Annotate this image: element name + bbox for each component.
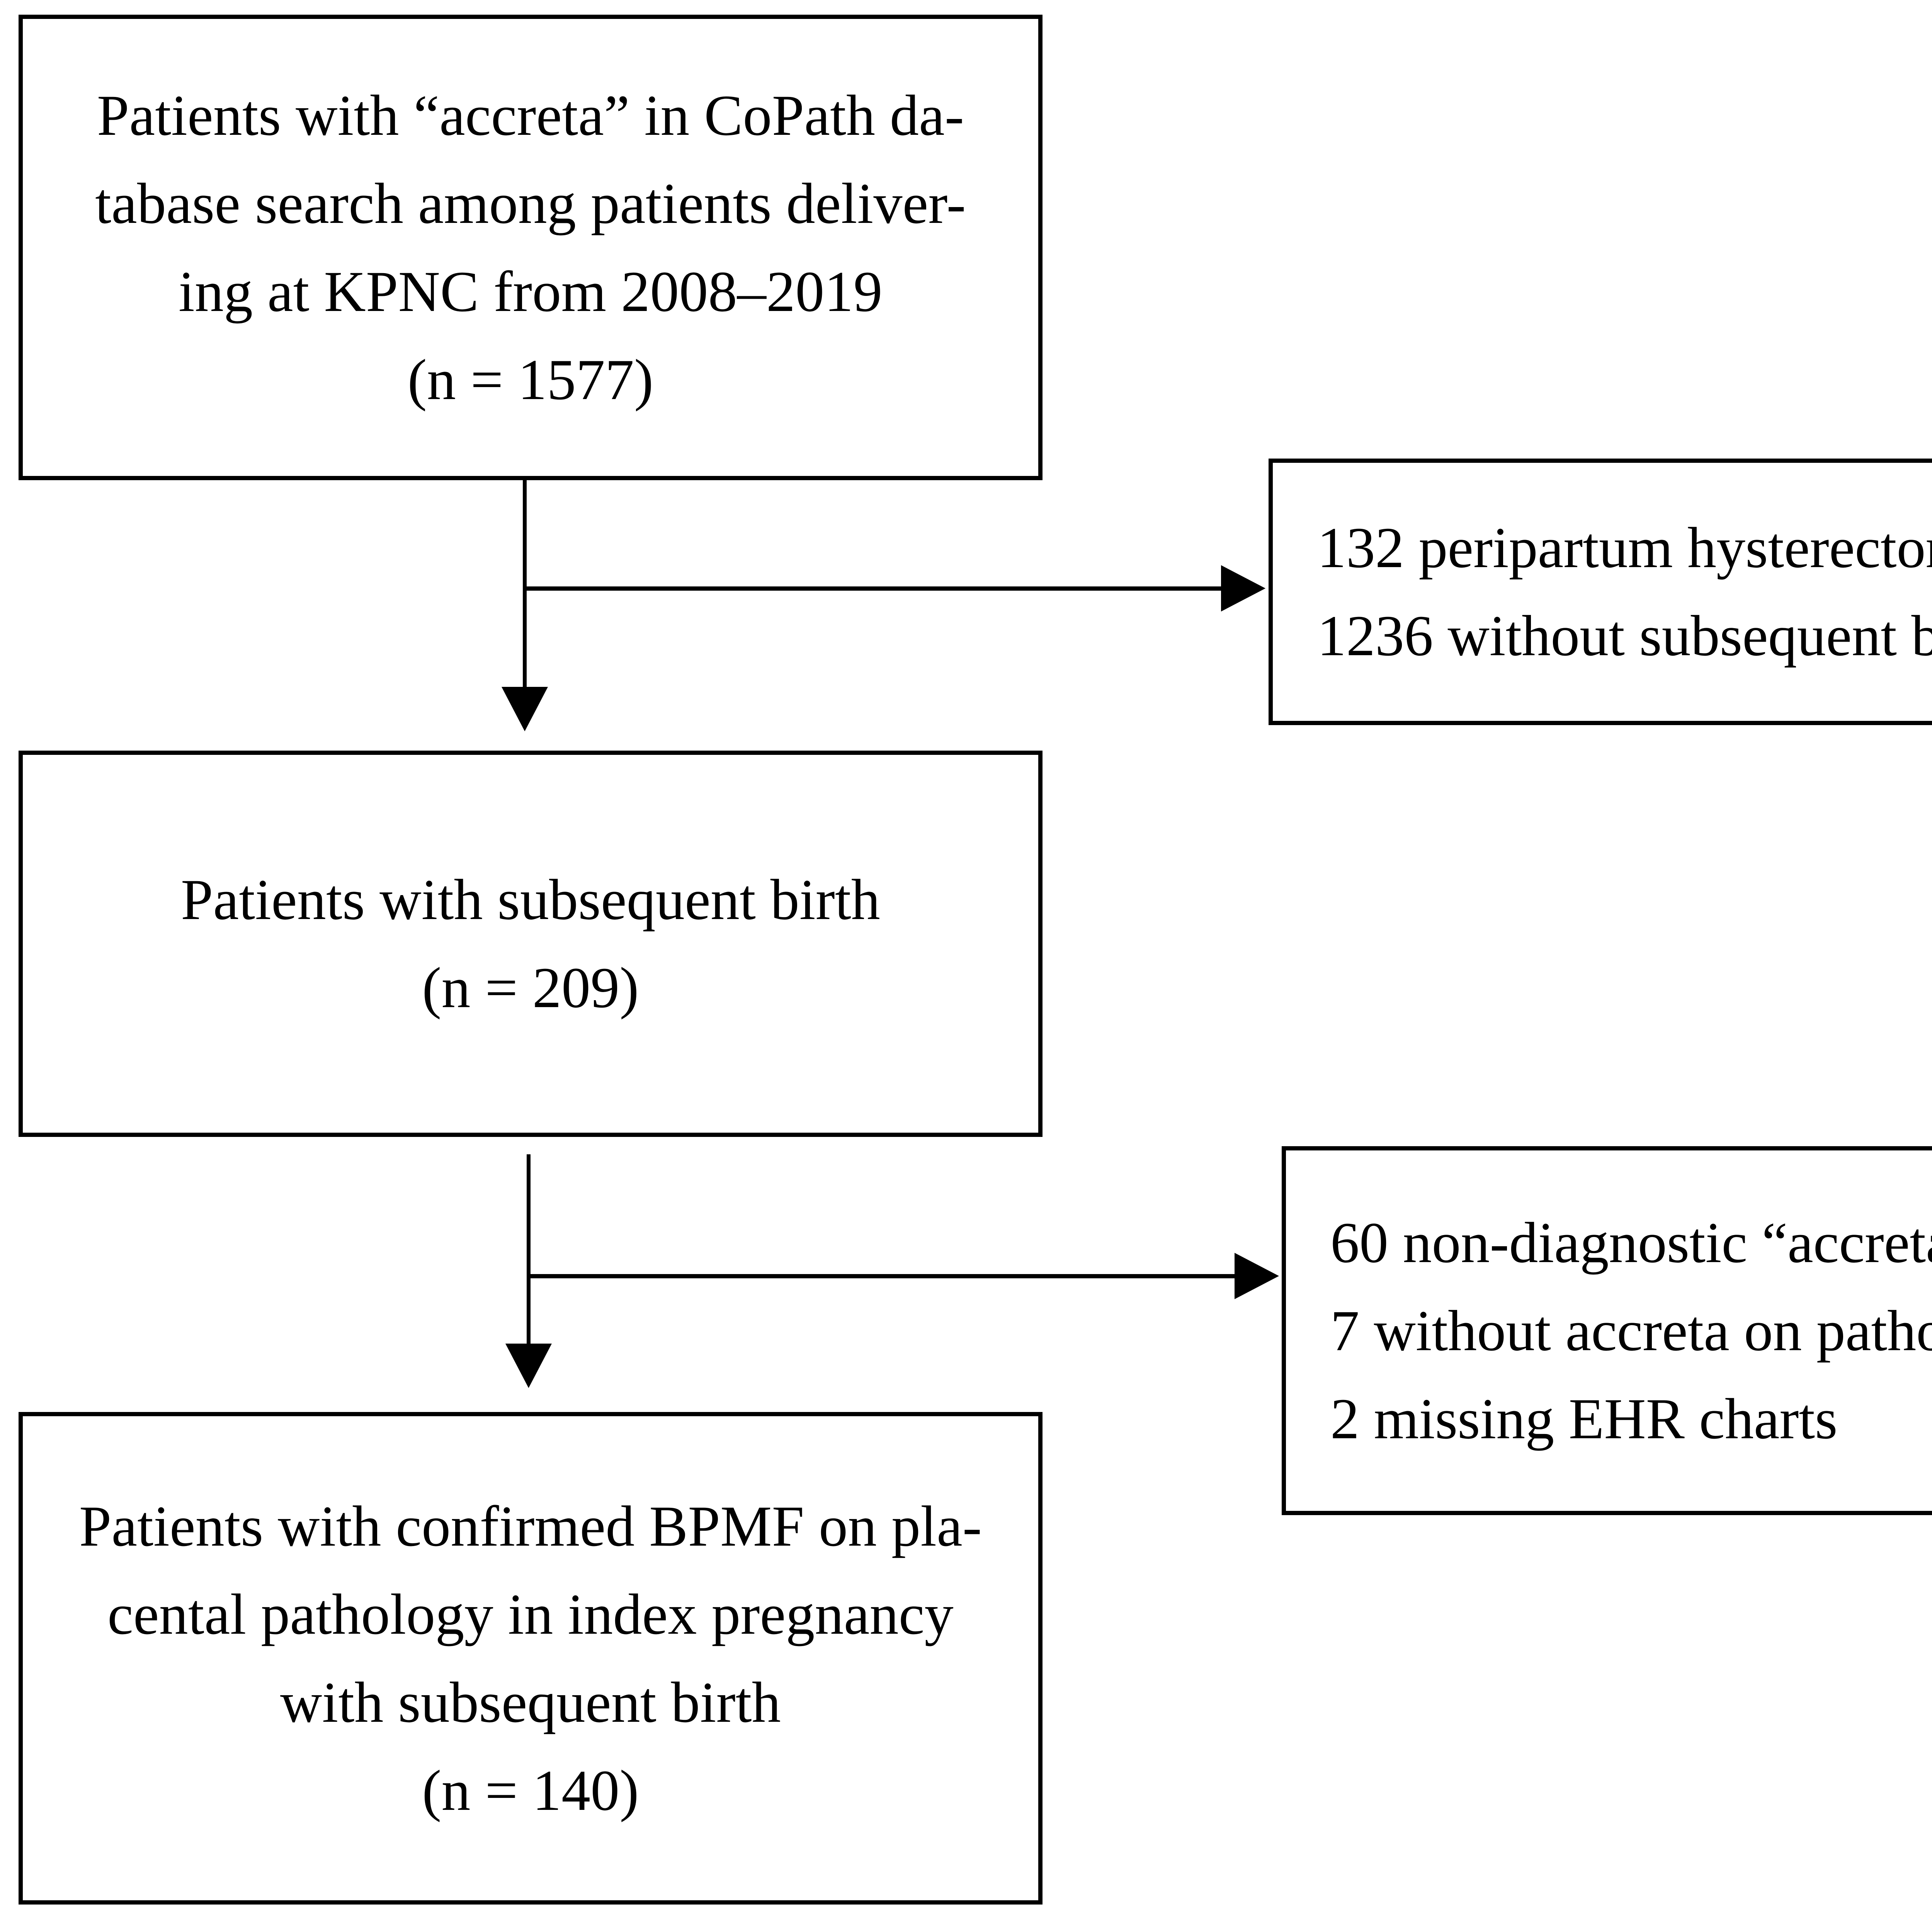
box-confirmed-bpmf-line-4: (n = 140): [422, 1758, 639, 1823]
connector-source-to-exclusions-first-stem: [523, 586, 1242, 591]
box-subsequent-birth-line-1: Patients with subsequent birth: [180, 868, 881, 932]
box-exclusions-first-line-1: 132 peripartum hysterectomy (index): [1317, 516, 1932, 580]
box-source-cohort-line-2: tabase search among patients deliver-: [95, 171, 966, 236]
box-confirmed-bpmf-line-3: with subsequent birth: [280, 1670, 781, 1735]
connector-subsequent-to-exclusions-second-stem: [527, 1274, 1255, 1278]
connector-subsequent-to-exclusions-second-arrowhead: [1235, 1253, 1279, 1299]
box-confirmed-bpmf[interactable]: Patients with confirmed BPMF on pla- cen…: [19, 1412, 1043, 1905]
connector-subsequent-to-confirmed-arrowhead: [505, 1344, 552, 1388]
connector-source-to-subsequent-stem: [523, 480, 527, 714]
box-exclusions-first-line-2: 1236 without subsequent birth: [1317, 604, 1932, 668]
box-source-cohort-line-3: ing at KPNC from 2008–2019: [179, 259, 883, 324]
connector-source-to-subsequent-arrowhead: [502, 687, 548, 731]
box-subsequent-birth[interactable]: Patients with subsequent birth (n = 209): [19, 751, 1043, 1137]
box-exclusions-second[interactable]: 60 non-diagnostic “accreta” on pathology…: [1282, 1146, 1932, 1515]
box-exclusions-second-line-3: 2 missing EHR charts: [1330, 1386, 1838, 1451]
box-source-cohort[interactable]: Patients with “accreta” in CoPath da- ta…: [19, 15, 1043, 480]
box-exclusions-first[interactable]: 132 peripartum hysterectomy (index) 1236…: [1269, 459, 1932, 725]
connector-subsequent-to-confirmed-stem: [527, 1154, 531, 1371]
connector-source-to-exclusions-first-arrowhead: [1221, 565, 1265, 612]
box-exclusions-second-line-1: 60 non-diagnostic “accreta” on pathology: [1330, 1210, 1932, 1275]
box-confirmed-bpmf-line-2: cental pathology in index pregnancy: [107, 1582, 954, 1646]
box-source-cohort-line-1: Patients with “accreta” in CoPath da-: [97, 83, 964, 148]
box-exclusions-second-line-2: 7 without accreta on pathology report: [1330, 1298, 1932, 1363]
box-subsequent-birth-line-2: (n = 209): [422, 956, 639, 1020]
box-confirmed-bpmf-line-1: Patients with confirmed BPMF on pla-: [79, 1494, 982, 1558]
box-source-cohort-line-4: (n = 1577): [407, 347, 654, 412]
